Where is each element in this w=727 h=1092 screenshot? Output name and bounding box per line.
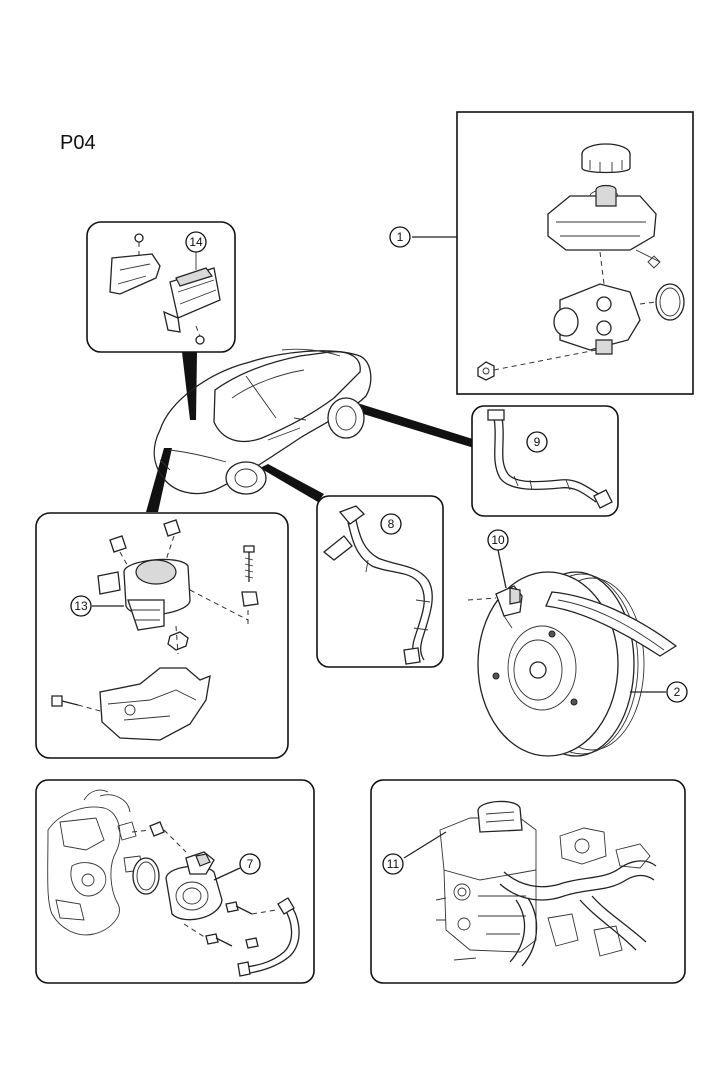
page-code: P04 (60, 132, 96, 154)
callout-11: 11 (382, 853, 404, 875)
leader-line-11 (403, 831, 447, 859)
callout-8: 8 (380, 513, 402, 535)
callout-13: 13 (70, 595, 92, 617)
callout-11-label: 11 (387, 857, 400, 871)
detail-box-13 (35, 512, 289, 759)
wedge-to-box-13 (146, 448, 172, 512)
detail-box-8 (316, 495, 444, 668)
leader-line-10 (497, 549, 507, 589)
pointer-wedges (146, 352, 476, 512)
brake-booster (467, 571, 678, 757)
callout-1-label: 1 (397, 230, 404, 244)
detail-box-14 (86, 221, 236, 353)
detail-box-1 (456, 111, 694, 395)
callout-14: 14 (185, 231, 207, 253)
callout-7: 7 (239, 853, 261, 875)
callout-10: 10 (487, 529, 509, 551)
callout-9: 9 (526, 431, 548, 453)
callout-10-label: 10 (491, 533, 505, 547)
detail-box-7 (35, 779, 315, 984)
callout-2-label: 2 (674, 685, 681, 699)
wedge-to-box-8 (260, 464, 324, 502)
wedge-to-box-14 (182, 352, 197, 420)
callout-9-label: 9 (534, 435, 541, 449)
wedge-to-box-9 (350, 402, 476, 448)
detail-box-9 (471, 405, 619, 517)
callout-14-label: 14 (189, 235, 203, 249)
detail-box-11 (370, 779, 686, 984)
callout-2: 2 (666, 681, 688, 703)
callout-7-label: 7 (247, 857, 254, 871)
callout-13-label: 13 (74, 599, 88, 613)
callout-1: 1 (389, 226, 411, 248)
leader-line-7 (213, 867, 241, 881)
vehicle-outline (153, 348, 372, 495)
callout-8-label: 8 (388, 517, 395, 531)
